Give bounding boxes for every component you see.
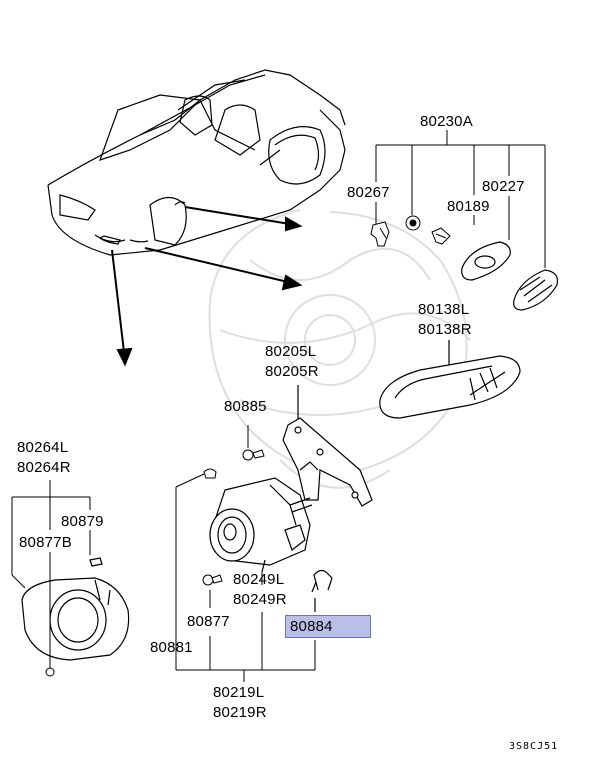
- part-label-80249R[interactable]: 80249R: [233, 591, 287, 608]
- part-label-80885[interactable]: 80885: [224, 398, 267, 415]
- part-label-80264R[interactable]: 80264R: [17, 459, 71, 476]
- part-label-80267[interactable]: 80267: [347, 184, 390, 201]
- grommet-80189: [405, 215, 421, 231]
- fog-lamp-80249: [209, 477, 313, 573]
- part-label-80877[interactable]: 80877: [187, 613, 230, 630]
- socket-80267: [370, 221, 390, 247]
- screw-80877: [202, 574, 223, 608]
- arrows: [111, 206, 303, 367]
- bracket-80219: [175, 473, 316, 682]
- part-label-80884-highlighted[interactable]: 80884: [285, 615, 371, 638]
- diagram-code: 3S8CJ51: [509, 741, 559, 752]
- bracket-80230A: [375, 130, 546, 268]
- part-label-80264L[interactable]: 80264L: [17, 439, 69, 456]
- part-label-80230A[interactable]: 80230A: [420, 113, 473, 130]
- gasket-lens: [461, 241, 511, 281]
- bulb-80227: [431, 227, 451, 245]
- side-reflector-80138: [379, 340, 521, 419]
- bracket-80205: [282, 385, 373, 507]
- screw-80877B: [45, 660, 55, 677]
- screw-80885: [242, 425, 265, 461]
- bulb-clip-80884: [311, 569, 333, 612]
- bracket-80264: [11, 480, 91, 668]
- part-label-80138R[interactable]: 80138R: [418, 321, 472, 338]
- bezel-80264: [21, 557, 130, 661]
- part-label-80881[interactable]: 80881: [150, 639, 193, 656]
- clip-80881: [203, 468, 217, 479]
- part-label-80138L[interactable]: 80138L: [418, 301, 470, 318]
- part-label-80205R[interactable]: 80205R: [265, 363, 319, 380]
- part-label-80227[interactable]: 80227: [482, 178, 525, 195]
- watermark-emblem: [208, 209, 471, 489]
- part-label-80879[interactable]: 80879: [61, 513, 104, 530]
- part-label-80219R[interactable]: 80219R: [213, 704, 267, 721]
- part-label-80205L[interactable]: 80205L: [265, 343, 317, 360]
- part-label-80189[interactable]: 80189: [447, 198, 490, 215]
- part-label-80219L[interactable]: 80219L: [213, 684, 265, 701]
- part-label-80877B[interactable]: 80877B: [19, 534, 72, 551]
- side-marker-lens: [513, 269, 559, 311]
- car-convertible: [47, 69, 346, 256]
- part-label-80249L[interactable]: 80249L: [233, 571, 285, 588]
